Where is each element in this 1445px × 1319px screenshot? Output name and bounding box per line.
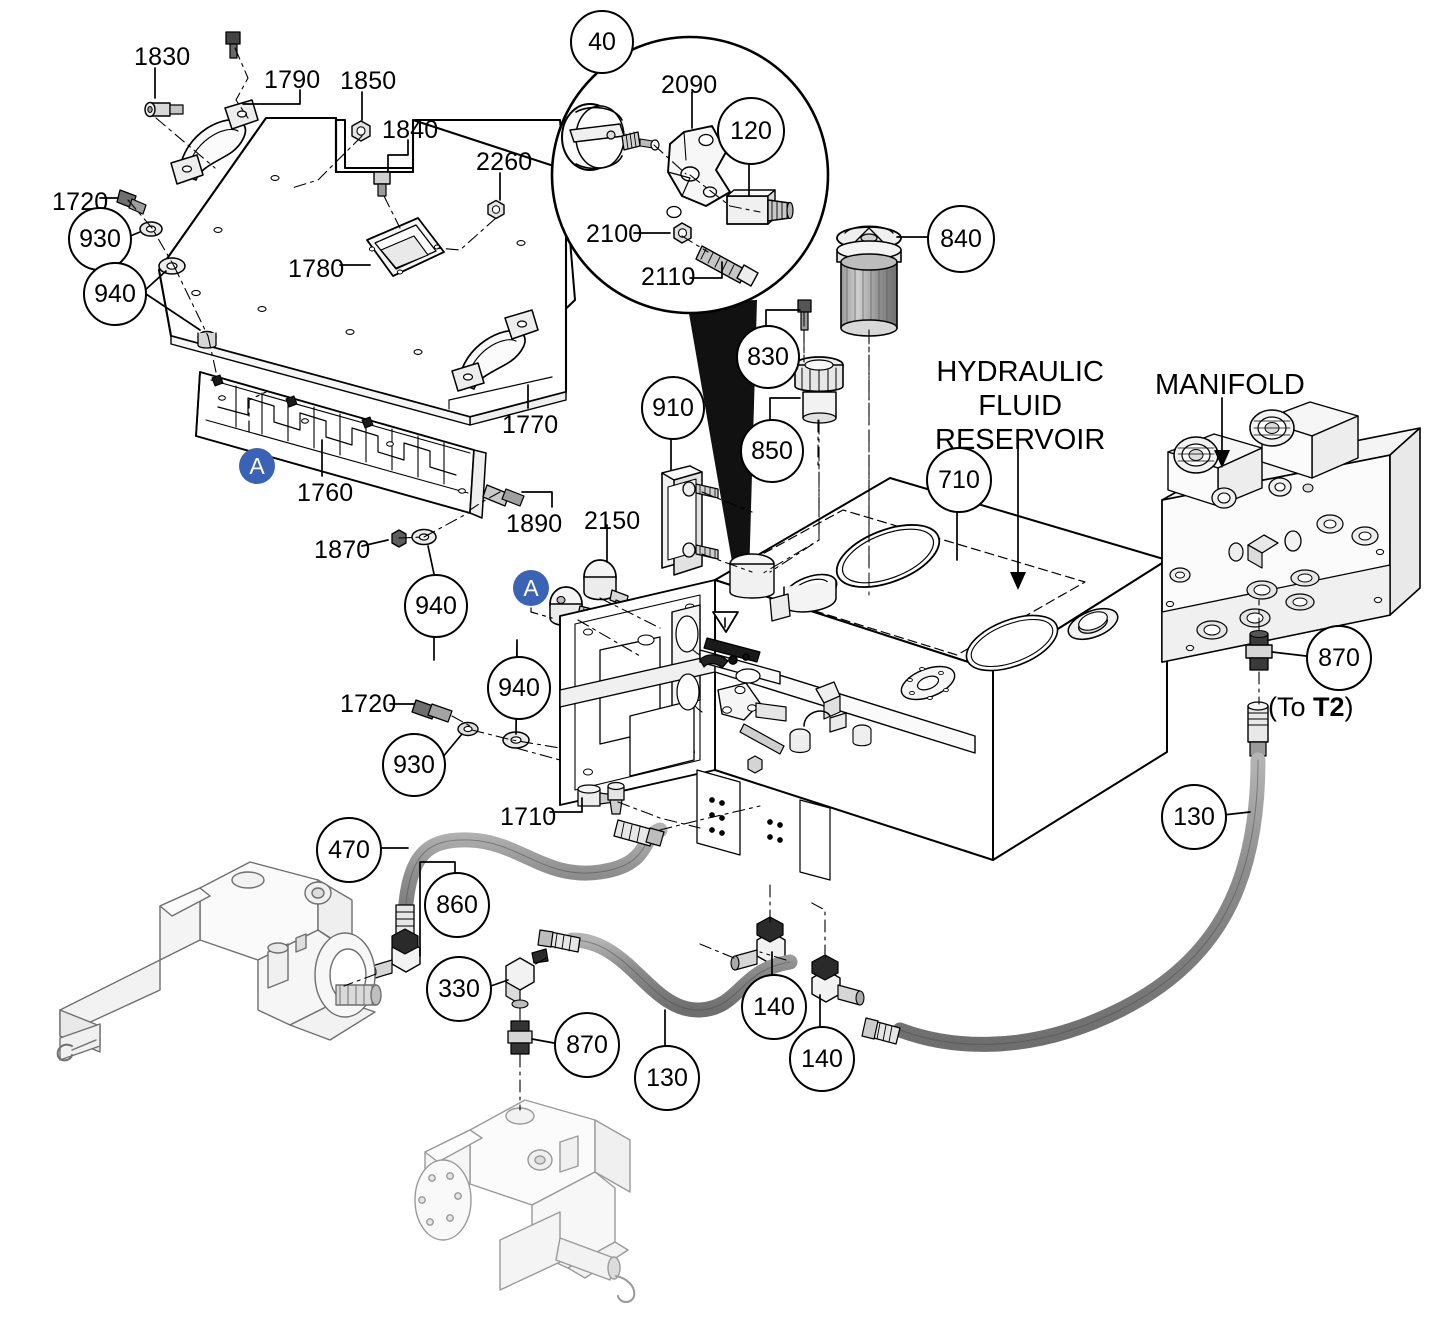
- label-1760: 1760: [297, 479, 354, 507]
- balloon-910[interactable]: 910: [641, 376, 705, 440]
- to-t2-note: (To T2): [1268, 694, 1354, 721]
- balloon-940-upper[interactable]: 940: [83, 262, 147, 326]
- label-1840: 1840: [382, 116, 439, 144]
- reservoir-heading: HYDRAULIC FLUID RESERVOIR: [935, 356, 1106, 456]
- section-marker-a-lower[interactable]: A: [513, 570, 549, 606]
- label-1790: 1790: [264, 66, 321, 94]
- label-1890: 1890: [506, 510, 563, 538]
- balloon-940-lower[interactable]: 940: [487, 656, 551, 720]
- label-1780: 1780: [288, 255, 345, 283]
- balloon-830[interactable]: 830: [736, 325, 800, 389]
- label-1830: 1830: [134, 43, 191, 71]
- label-2110: 2110: [641, 263, 696, 291]
- to-t2-suffix: ): [1344, 692, 1354, 722]
- label-1770: 1770: [502, 411, 559, 439]
- balloon-130-left[interactable]: 130: [634, 1045, 700, 1111]
- label-1720-lower: 1720: [340, 690, 397, 718]
- balloon-930-lower[interactable]: 930: [382, 733, 446, 797]
- balloon-850[interactable]: 850: [740, 419, 804, 483]
- balloon-120[interactable]: 120: [717, 97, 785, 165]
- manifold-heading: MANIFOLD: [1155, 369, 1305, 401]
- label-2150: 2150: [584, 507, 641, 535]
- to-t2-prefix: (To: [1268, 692, 1314, 722]
- label-2090: 2090: [661, 71, 718, 99]
- balloon-860[interactable]: 860: [424, 872, 490, 938]
- label-1870: 1870: [314, 536, 371, 564]
- balloon-470[interactable]: 470: [316, 817, 382, 883]
- balloon-40[interactable]: 40: [570, 10, 634, 74]
- balloon-930-upper[interactable]: 930: [68, 207, 132, 271]
- balloon-140-upper[interactable]: 140: [741, 974, 807, 1040]
- balloon-130-right[interactable]: 130: [1161, 784, 1227, 850]
- balloon-330[interactable]: 330: [426, 956, 492, 1022]
- balloon-710[interactable]: 710: [926, 447, 992, 513]
- balloon-870-manifold[interactable]: 870: [1306, 625, 1372, 691]
- balloon-870-pump[interactable]: 870: [554, 1012, 620, 1078]
- label-2100: 2100: [586, 220, 643, 248]
- to-t2-port: T2: [1313, 692, 1345, 722]
- section-marker-a-upper[interactable]: A: [239, 448, 275, 484]
- label-1850: 1850: [340, 67, 397, 95]
- balloon-940-mid[interactable]: 940: [404, 574, 468, 638]
- label-2260: 2260: [476, 148, 533, 176]
- balloon-840[interactable]: 840: [927, 205, 995, 273]
- balloon-140-lower[interactable]: 140: [789, 1026, 855, 1092]
- label-1710: 1710: [500, 803, 557, 831]
